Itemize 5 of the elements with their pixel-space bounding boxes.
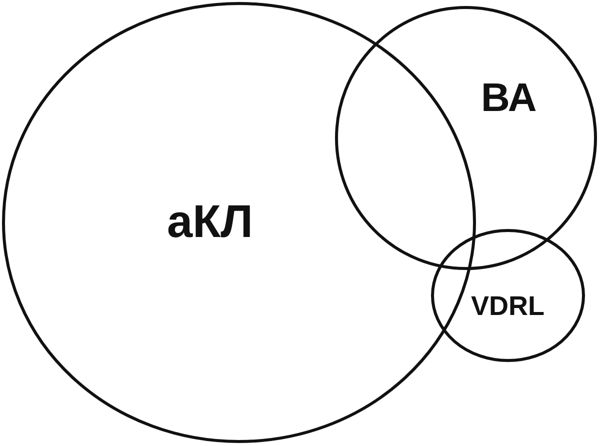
set-label: аКЛ: [167, 198, 253, 244]
venn-circle: [431, 229, 585, 362]
set-label: ВА: [481, 78, 537, 118]
set-label: VDRL: [471, 293, 544, 320]
venn-circle: [335, 6, 597, 270]
